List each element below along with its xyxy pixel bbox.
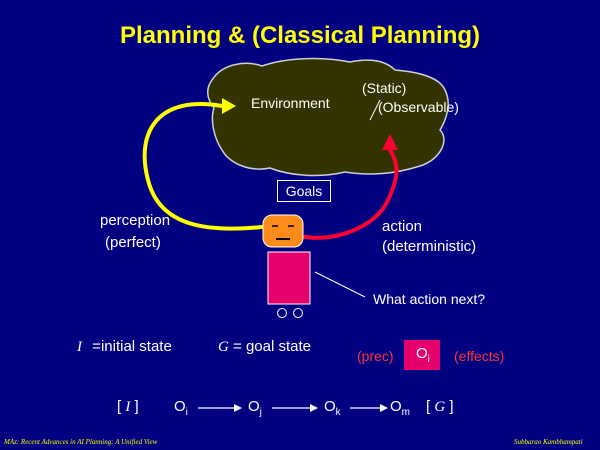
perception-label: perception: [100, 212, 171, 229]
plan-op-1-letter: O: [174, 398, 186, 415]
environment-label: Environment: [251, 95, 330, 111]
operator-box: [404, 340, 440, 370]
plan-op-1: Oi: [174, 398, 188, 418]
operator-prec: (prec): [357, 348, 394, 364]
static-label: (Static): [362, 80, 407, 96]
plan-op-3-sub: k: [335, 407, 341, 418]
environment-blob: [207, 57, 449, 177]
initial-state-eq: =: [92, 338, 101, 355]
plan-goal-state: [ G ]: [426, 398, 454, 416]
end-bracket-open: [: [426, 398, 431, 415]
plan-op-3-letter: O: [324, 398, 336, 415]
start-bracket-close: ]: [134, 398, 139, 415]
agent-body: [267, 251, 311, 305]
plan-op-1-sub: i: [185, 407, 188, 418]
footer-left: MAz: Recent Advances in AI Planning: A U…: [4, 438, 158, 446]
action-arrowhead: [382, 134, 398, 150]
plan-op-2-sub: j: [259, 407, 262, 418]
goals-box: Goals: [277, 180, 331, 202]
end-symbol: G: [434, 399, 446, 415]
goal-state-eq: =: [233, 338, 242, 355]
operator-letter: O: [416, 345, 428, 362]
plan-start-state: [ I ]: [117, 398, 139, 416]
end-bracket-close: ]: [449, 398, 454, 415]
initial-state-symbol: I: [77, 339, 82, 355]
perception-arrow: [142, 102, 264, 231]
action-qualifier: (deterministic): [382, 238, 477, 255]
action-arrow: [303, 148, 399, 240]
perception-arrowhead: [222, 98, 236, 114]
footer-right: Subbarao Kambhampati: [514, 438, 583, 446]
seq-arrowhead-2: [310, 404, 318, 412]
agent-wheel-left: [277, 308, 287, 318]
observable-label: (Observable): [378, 99, 459, 115]
slide-title: Planning & (Classical Planning): [119, 22, 481, 49]
operator-subscript: i: [427, 354, 430, 365]
environment-pointer: [369, 99, 381, 121]
plan-op-4-letter: O: [390, 398, 402, 415]
plan-op-4-sub: m: [401, 407, 411, 418]
perception-qualifier: (perfect): [105, 234, 161, 251]
operator-effects: (effects): [454, 348, 505, 364]
goals-label: Goals: [285, 183, 323, 199]
plan-op-2: Oj: [248, 398, 262, 418]
operator-name: Oi: [416, 345, 430, 365]
agent-head: [262, 214, 304, 248]
seq-arrowhead-1: [234, 404, 242, 412]
goal-state-text: goal state: [245, 338, 311, 355]
start-bracket-open: [: [117, 398, 122, 415]
initial-state-text: initial state: [100, 338, 172, 355]
plan-op-3: Ok: [324, 398, 341, 418]
agent-wheel-right: [293, 308, 303, 318]
plan-op-4: Om: [390, 398, 410, 418]
initial-state-def: I =initial state: [77, 338, 172, 356]
question-label: What action next?: [373, 291, 486, 307]
plan-op-2-letter: O: [248, 398, 260, 415]
seq-arrowhead-3: [380, 404, 388, 412]
action-label: action: [382, 218, 423, 235]
start-symbol: I: [125, 399, 131, 415]
goal-state-def: G = goal state: [218, 338, 311, 356]
goal-state-symbol: G: [218, 339, 229, 355]
question-pointer: [314, 271, 366, 298]
